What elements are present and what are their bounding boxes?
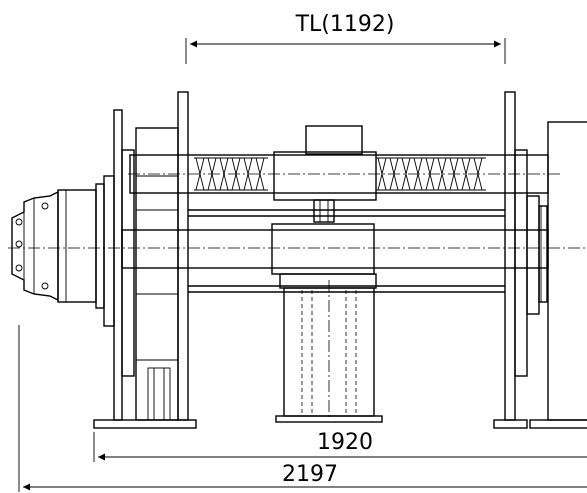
hydraulic-motor [11,183,105,309]
left-drum-flange [93,91,197,429]
dimension-label-1920: 1920 [317,430,373,455]
dimension-2197: 2197 [18,325,587,492]
drum-shaft [8,223,587,275]
dimension-label-2197: 2197 [282,462,338,487]
top-dimension: TL(1192) [185,12,506,64]
level-wind-screw [128,154,560,194]
dimension-1920: 1920 [93,430,587,462]
frame-tie-rods [188,209,505,293]
right-drum-flange [493,91,587,429]
hydraulic-cylinder [275,273,383,423]
dimension-label-tl: TL(1192) [295,12,395,37]
